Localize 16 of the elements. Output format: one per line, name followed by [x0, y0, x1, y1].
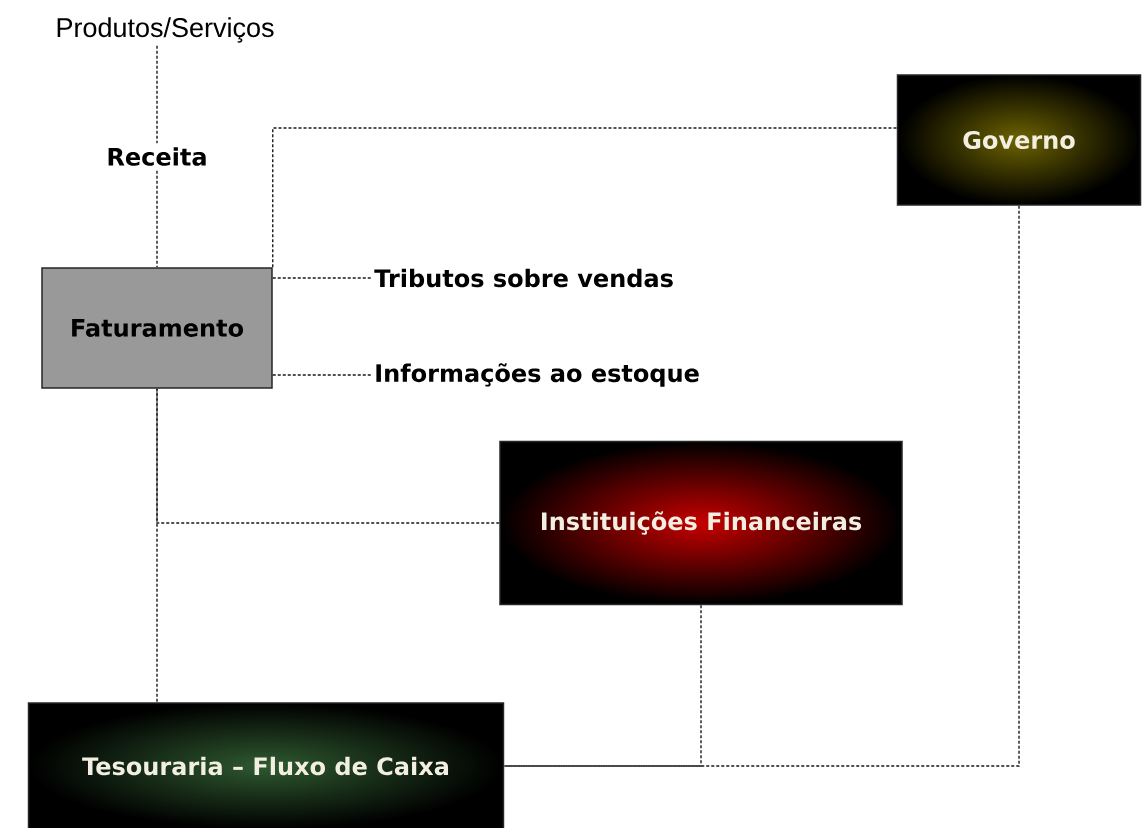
connector — [272, 127, 898, 268]
flow-label: Tributos sobre vendas — [374, 268, 673, 288]
edge-label: Receita — [102, 143, 212, 170]
connector — [156, 45, 158, 268]
connector — [272, 374, 373, 376]
entity-box: Instituições Financeiras — [499, 440, 903, 606]
entity-box: Tesouraria – Fluxo de Caixa — [27, 702, 505, 828]
process-box: Faturamento — [41, 267, 273, 389]
flow-label: Informações ao estoque — [376, 363, 699, 387]
connector — [272, 277, 373, 279]
source-label: Produtos/Serviços — [57, 17, 274, 43]
connector — [503, 604, 702, 767]
connector — [156, 388, 158, 703]
connector — [156, 388, 500, 524]
entity-box: Governo — [896, 74, 1142, 206]
connector — [503, 205, 1020, 767]
